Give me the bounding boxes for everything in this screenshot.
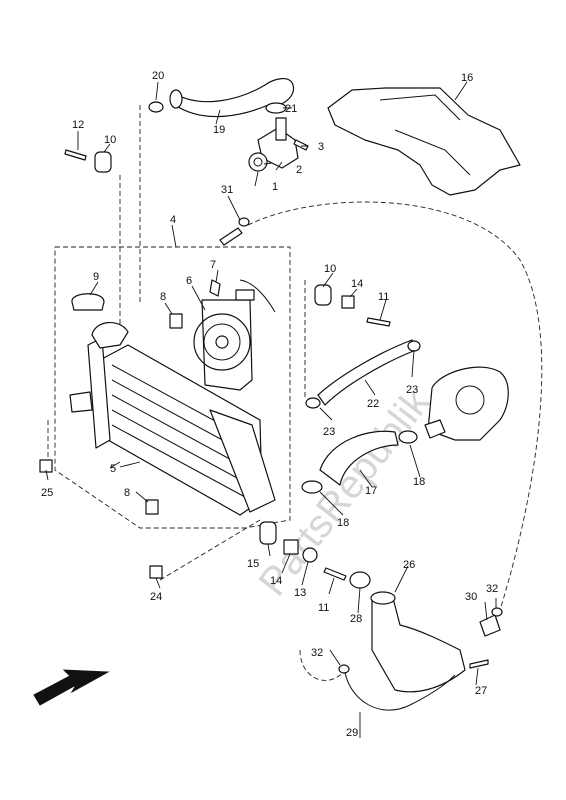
- callout-17: 17: [365, 485, 377, 497]
- upper-hose: [171, 78, 295, 118]
- callout-1: 1: [272, 181, 278, 193]
- overflow-hose-29: [344, 671, 456, 711]
- hose-17: [319, 430, 399, 486]
- callout-32-right: 32: [486, 583, 498, 595]
- bolt-3: [293, 139, 309, 151]
- callout-31: 31: [221, 184, 233, 196]
- washer-13: [302, 547, 318, 563]
- fan-shroud: [201, 299, 253, 391]
- callout-15: 15: [247, 558, 259, 570]
- collar-14-upper: [341, 295, 355, 309]
- water-pump-outlet: [424, 419, 446, 439]
- callout-8-lower: 8: [124, 487, 130, 499]
- callout-10-top: 10: [104, 134, 116, 146]
- thermostat: [248, 152, 268, 172]
- callout-8-upper: 8: [160, 291, 166, 303]
- callout-32-left: 32: [311, 647, 323, 659]
- callout-26: 26: [403, 559, 415, 571]
- callout-18-right: 18: [413, 476, 425, 488]
- hose-clamp-20: [148, 101, 164, 113]
- reservoir-filler: [370, 591, 396, 605]
- front-direction-arrow-icon: [33, 669, 110, 706]
- callout-27: 27: [475, 685, 487, 697]
- thermostat-cover-neck: [275, 117, 287, 141]
- reservoir-cap: [349, 571, 371, 589]
- callout-23-left: 23: [323, 426, 335, 438]
- callout-19: 19: [213, 124, 225, 136]
- radiator-cover-detail: [379, 94, 471, 176]
- callout-21: 21: [285, 103, 297, 115]
- radiator-filler-neck: [91, 322, 129, 349]
- bolt-11-upper: [366, 317, 391, 327]
- clamp-23-lower: [305, 397, 321, 409]
- clamp-18-left: [301, 480, 323, 494]
- leader-lines: [45, 81, 497, 738]
- reference-line-32: [299, 649, 346, 681]
- clip-24: [149, 565, 163, 579]
- radiator-right-tank: [209, 409, 276, 513]
- callout-9: 9: [93, 271, 99, 283]
- callout-20: 20: [152, 70, 164, 82]
- callout-11-lower: 11: [318, 602, 329, 614]
- bolt-27: [469, 659, 489, 669]
- callout-7: 7: [210, 259, 216, 271]
- bolt-11-lower: [323, 567, 347, 581]
- callout-22: 22: [367, 398, 379, 410]
- radiator-left-tank: [87, 337, 111, 449]
- clamp-23-upper: [407, 340, 421, 352]
- callout-29: 29: [346, 727, 358, 739]
- callout-13: 13: [294, 587, 306, 599]
- water-pump-impeller: [455, 385, 485, 415]
- callout-14-upper: 14: [351, 278, 363, 290]
- reference-line-24: [159, 519, 261, 581]
- callout-5: 5: [110, 463, 116, 475]
- callout-12: 12: [72, 119, 84, 131]
- callout-23-right: 23: [406, 384, 418, 396]
- bolt-7: [209, 279, 221, 297]
- radiator-fins: [111, 364, 251, 498]
- clip-32-left: [338, 664, 350, 674]
- collar-14-lower: [283, 539, 299, 555]
- clamp-18-right: [398, 430, 418, 444]
- fitting-31: [219, 227, 243, 246]
- clip-31: [238, 217, 250, 227]
- joint-30: [479, 614, 501, 637]
- grommet-10-top: [94, 151, 112, 173]
- water-pump-housing: [427, 366, 509, 441]
- reservoir-tank: [371, 592, 466, 693]
- callout-30: 30: [465, 591, 477, 603]
- radiator-bracket: [69, 391, 93, 413]
- radiator-assembly-box: [54, 246, 291, 529]
- grommet-15: [259, 521, 277, 545]
- bolt-12: [64, 149, 87, 161]
- callout-11-upper: 11: [378, 291, 389, 303]
- fan-connector: [235, 289, 255, 301]
- callout-16: 16: [461, 72, 473, 84]
- callout-14-lower: 14: [270, 575, 282, 587]
- grommet-10-right: [314, 284, 332, 306]
- callout-2: 2: [296, 164, 302, 176]
- clip-32-right: [491, 607, 503, 617]
- callout-6: 6: [186, 275, 192, 287]
- callout-3: 3: [318, 141, 324, 153]
- clip-8-upper: [169, 313, 183, 329]
- reference-line-31: [247, 201, 543, 611]
- callout-18-left: 18: [337, 517, 349, 529]
- callout-28: 28: [350, 613, 362, 625]
- callout-24: 24: [150, 591, 162, 603]
- callout-4: 4: [170, 214, 176, 226]
- callout-10-right: 10: [324, 263, 336, 275]
- callout-25: 25: [41, 487, 53, 499]
- fan-wire: [239, 279, 276, 313]
- radiator-cap: [71, 293, 105, 311]
- upper-hose-end: [169, 89, 183, 109]
- clip-8-lower: [145, 499, 159, 515]
- cooling-fan-hub: [215, 335, 229, 349]
- thermostat-inner: [253, 157, 263, 167]
